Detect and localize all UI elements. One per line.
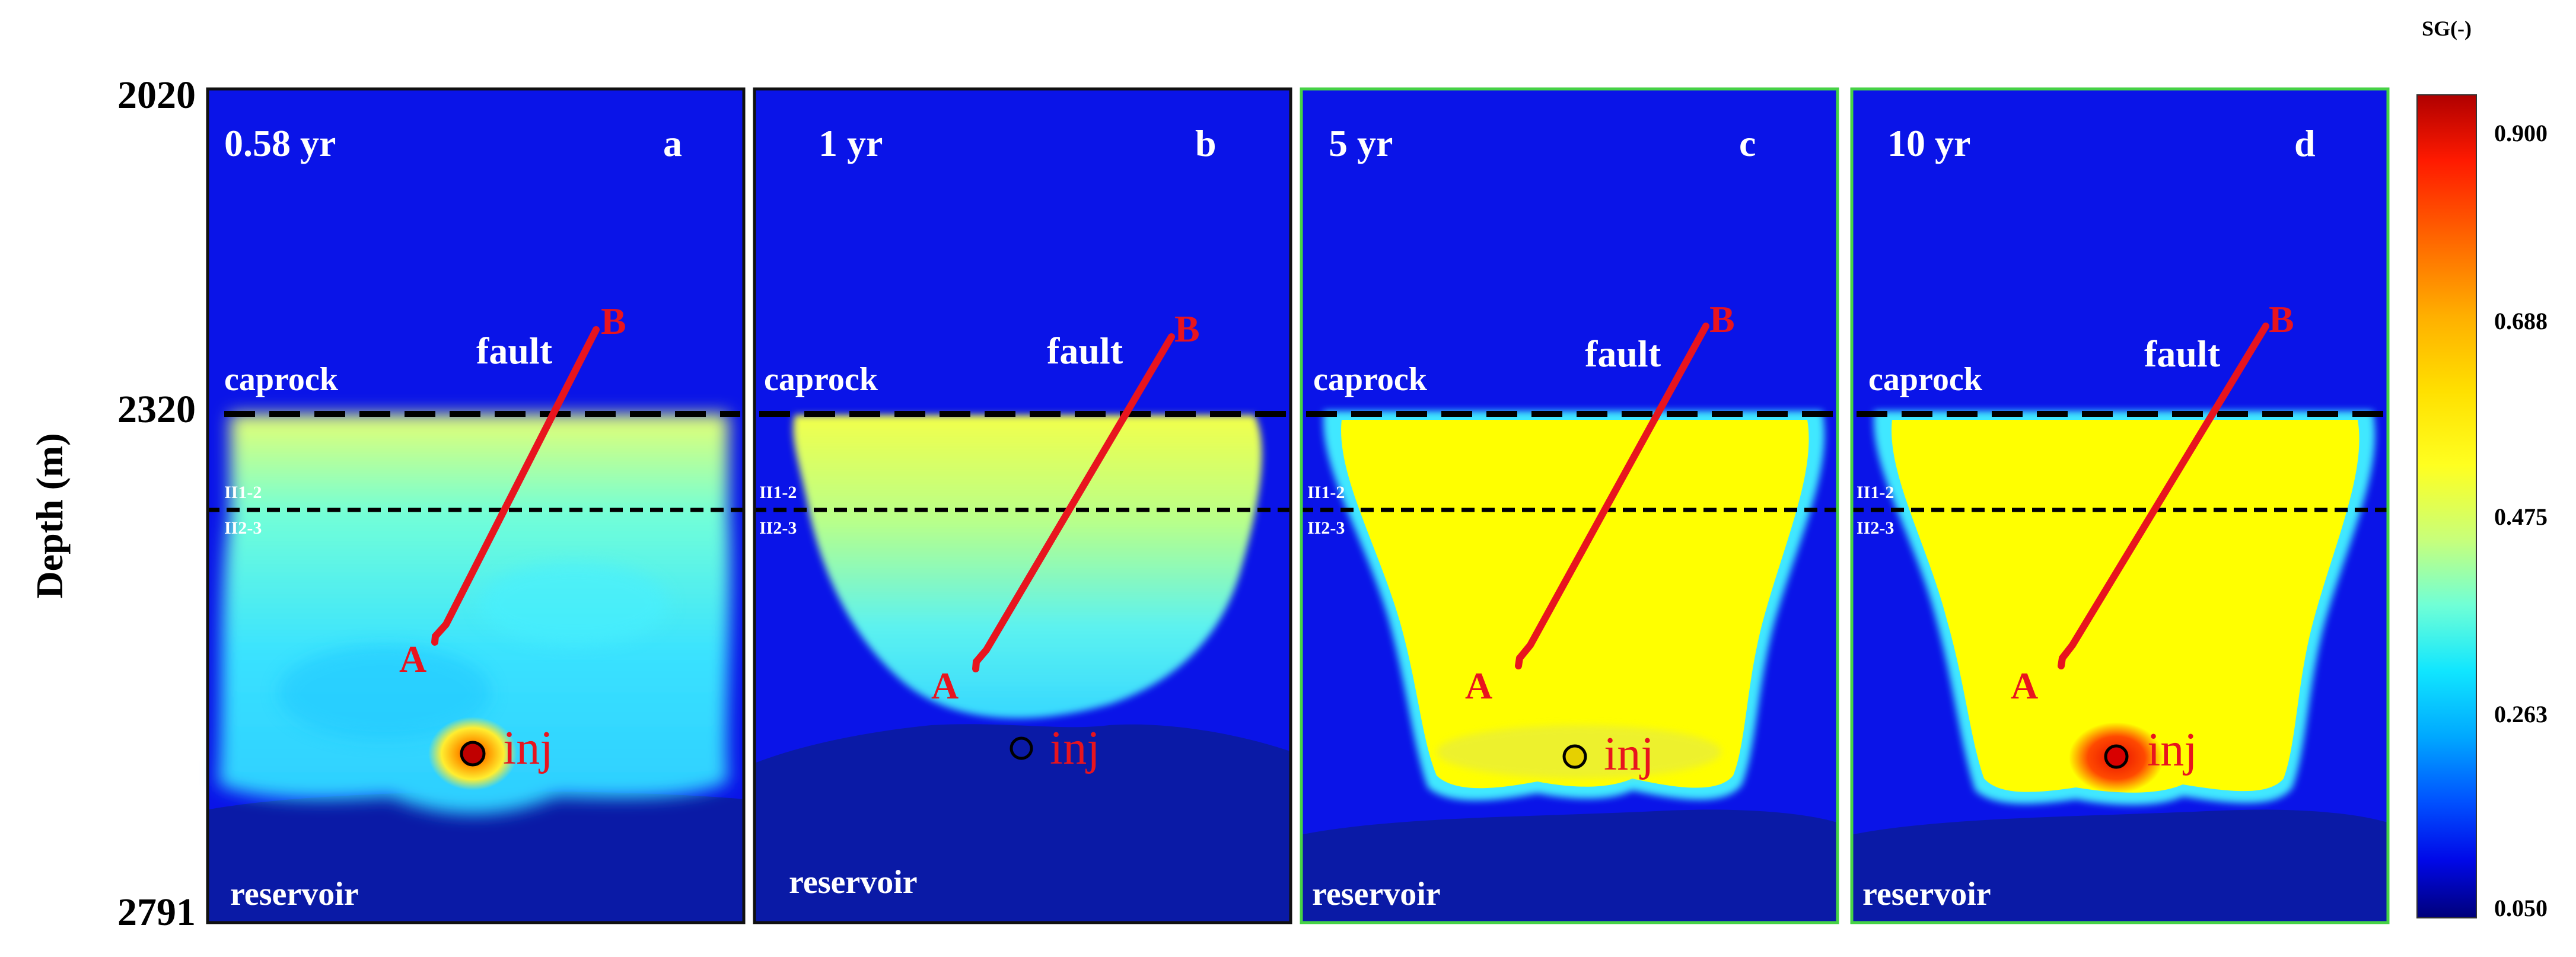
reservoir-zone (206, 791, 745, 924)
panel-letter: d (2294, 122, 2316, 164)
injection-label: inj (503, 722, 553, 774)
point-a-label: A (1465, 665, 1492, 707)
panel-time-label: 10 yr (1887, 122, 1970, 164)
legend-tick: 0.688 (2494, 308, 2548, 334)
panel-frame (206, 87, 746, 924)
panel-c: 5 yr c caprock fault B A II1-2 II2-3 inj… (1300, 87, 1839, 924)
panel-time-label: 5 yr (1329, 122, 1393, 164)
panels: 0.58 yr a caprock fault B A II1-2 II2-3 … (206, 87, 2390, 924)
panel-time-label: 0.58 yr (224, 122, 336, 164)
fault-line (431, 326, 600, 646)
fault-line (972, 333, 1175, 672)
layer-label-upper: II1-2 (1857, 483, 1894, 502)
caprock-label: caprock (1313, 361, 1428, 398)
panel-frame (1300, 87, 1839, 924)
caprock-label: caprock (1868, 361, 1983, 398)
plume-blob (479, 562, 669, 645)
legend-colorbar (2416, 94, 2477, 918)
point-b-label: B (2269, 298, 2294, 340)
layer-label-upper: II1-2 (1307, 483, 1345, 502)
point-b-label: B (601, 300, 626, 342)
panel-letter: b (1195, 122, 1217, 164)
panel-b: 1 yr b caprock fault B A II1-2 II2-3 inj… (753, 87, 1292, 924)
caprock-label: caprock (224, 361, 339, 398)
y-tick-2791: 2791 (117, 891, 196, 934)
panel-letter: a (663, 122, 682, 164)
fault-label: fault (1585, 333, 1661, 375)
layer-label-lower: II2-3 (759, 518, 797, 538)
y-axis: Depth (m) 2020 2320 2791 (28, 74, 196, 934)
injection-well (460, 741, 486, 767)
fault-label: fault (1047, 330, 1123, 372)
layer-label-upper: II1-2 (224, 483, 262, 502)
legend-title: SG(-) (2422, 17, 2472, 40)
plume (1892, 420, 2360, 793)
panel-frame (753, 87, 1292, 924)
injection-well (2104, 744, 2129, 769)
panel-time-label: 1 yr (819, 122, 883, 164)
legend-tick: 0.263 (2494, 701, 2548, 728)
panel-letter: c (1739, 122, 1756, 164)
reservoir-zone (1300, 809, 1839, 924)
reservoir-label: reservoir (1312, 876, 1441, 913)
layer-label-lower: II2-3 (1857, 518, 1894, 538)
legend-tick: 0.475 (2494, 503, 2548, 530)
fault-label: fault (2144, 333, 2221, 375)
legend-tick: 0.050 (2494, 895, 2548, 921)
injection-label: inj (1604, 728, 1654, 780)
injection-label: inj (2147, 724, 2197, 776)
legend: SG(-) 0.900 0.688 0.475 0.263 0.050 (2416, 17, 2548, 921)
legend-tick: 0.900 (2494, 120, 2548, 146)
panel-frame (1850, 87, 2390, 924)
panel-a: 0.58 yr a caprock fault B A II1-2 II2-3 … (206, 87, 746, 924)
reservoir-label: reservoir (230, 876, 359, 913)
fault-label: fault (476, 330, 553, 372)
injection-well (1562, 744, 1587, 769)
fault-line (1515, 323, 1709, 669)
plume-blob (278, 645, 491, 740)
injection-label: inj (1050, 722, 1100, 774)
layer-label-upper: II1-2 (759, 483, 797, 502)
point-a-label: A (399, 638, 426, 680)
reservoir-zone (1851, 809, 2389, 924)
point-a-label: A (931, 665, 959, 707)
y-tick-2020: 2020 (117, 74, 196, 117)
injection-well (1010, 736, 1033, 760)
point-a-label: A (2011, 665, 2038, 707)
y-tick-2320: 2320 (117, 388, 196, 431)
plume (793, 415, 1262, 719)
point-b-label: B (1174, 308, 1200, 350)
caprock-label: caprock (764, 361, 878, 398)
y-axis-label: Depth (m) (28, 433, 71, 598)
layer-label-lower: II2-3 (224, 518, 262, 538)
point-b-label: B (1709, 298, 1735, 340)
reservoir-label: reservoir (789, 864, 918, 901)
layer-label-lower: II2-3 (1307, 518, 1345, 538)
fault-line (2058, 323, 2269, 669)
panel-d: 10 yr d caprock fault B A II1-2 II2-3 in… (1850, 87, 2390, 924)
reservoir-label: reservoir (1862, 876, 1991, 913)
reservoir-zone (753, 724, 1292, 924)
